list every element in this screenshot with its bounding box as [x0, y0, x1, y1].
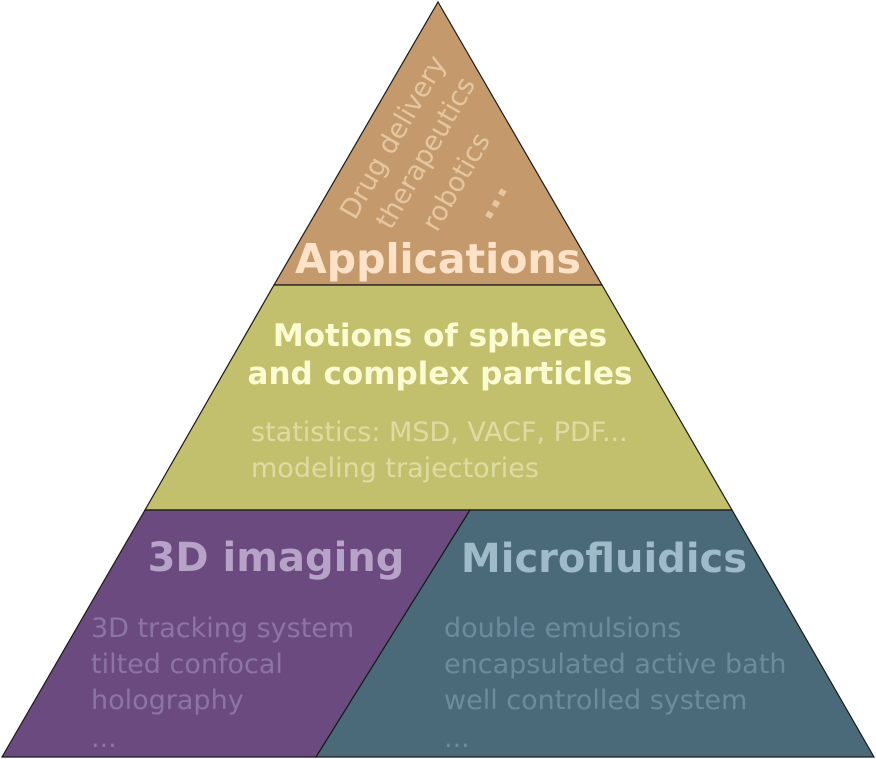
bottom-right-item: encapsulated active bath: [444, 649, 786, 680]
bottom-right-item: double emulsions: [444, 613, 681, 644]
top-tier-title: Applications: [295, 235, 581, 283]
bottom-left-ellipsis: ...: [91, 723, 117, 754]
bottom-left-item: holography: [91, 685, 244, 716]
bottom-right-tier-shape: [314, 509, 876, 758]
bottom-left-title: 3D imaging: [148, 535, 405, 581]
middle-item: statistics: MSD, VACF, PDF...: [251, 417, 628, 448]
middle-item: modeling trajectories: [251, 453, 539, 484]
bottom-left-item: 3D tracking system: [91, 613, 354, 644]
bottom-right-ellipsis: ...: [444, 723, 470, 754]
middle-tier-title-line2: and complex particles: [248, 356, 633, 392]
bottom-left-item: tilted confocal: [91, 649, 283, 680]
bottom-right-title: Microfluidics: [461, 536, 747, 582]
middle-tier-title-line1: Motions of spheres: [273, 318, 607, 354]
bottom-right-item: well controlled system: [444, 685, 747, 716]
